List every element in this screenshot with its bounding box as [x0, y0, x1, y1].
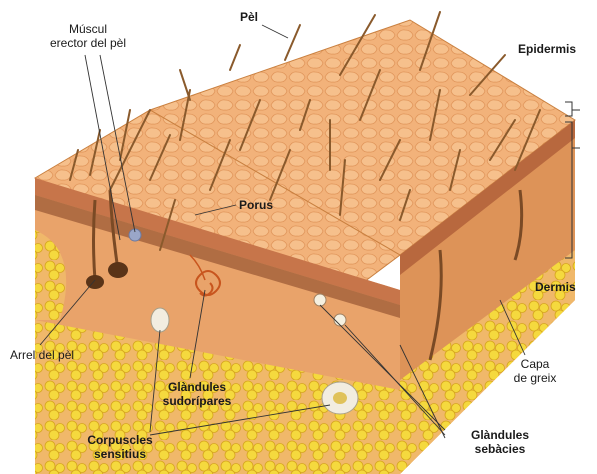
label-seb-line1: Glàndules	[455, 428, 545, 442]
sebaceous-gland	[314, 294, 326, 306]
label-sudor-line2: sudorípares	[152, 394, 242, 408]
label-muscul-erector: Múscul erector del pèl	[33, 22, 143, 50]
label-arrel-del-pel: Arrel del pèl	[10, 348, 74, 362]
label-seb-line2: sebàcies	[455, 442, 545, 456]
label-capa-line1: Capa	[505, 357, 565, 371]
label-sudor-line1: Glàndules	[152, 380, 242, 394]
label-glandules-sudoripares: Glàndules sudorípares	[152, 380, 242, 408]
label-corpuscles-sensitius: Corpuscles sensitius	[70, 433, 170, 461]
label-muscul-line2: erector del pèl	[33, 36, 143, 50]
label-epidermis: Epidermis	[518, 42, 576, 56]
label-porus: Porus	[239, 198, 273, 212]
label-corpuscles-line2: sensitius	[70, 447, 170, 461]
label-capa-line2: de greix	[505, 371, 565, 385]
label-corpuscles-line1: Corpuscles	[70, 433, 170, 447]
label-glandules-sebacies: Glàndules sebàcies	[455, 428, 545, 456]
label-dermis: Dermis	[535, 280, 576, 294]
label-pel: Pèl	[240, 10, 258, 24]
label-capa-de-greix: Capa de greix	[505, 357, 565, 385]
sensory-corpuscle	[151, 308, 169, 332]
label-muscul-line1: Múscul	[33, 22, 143, 36]
